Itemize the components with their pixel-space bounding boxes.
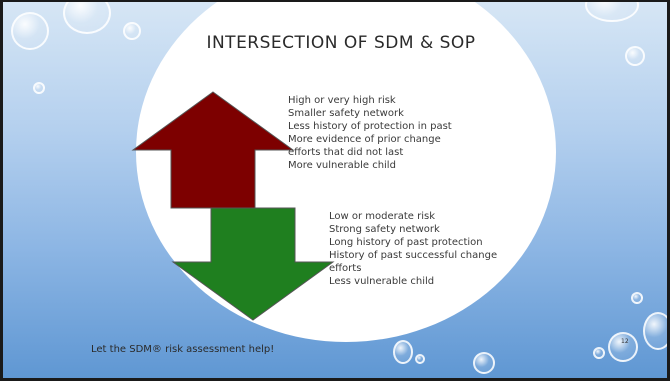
bubble-decoration: [11, 12, 49, 50]
list-item: History of past successful change: [329, 250, 498, 261]
up-arrow-shape: [131, 91, 295, 209]
list-item: Strong safety network: [329, 224, 440, 235]
bubble-decoration: [608, 332, 638, 362]
bubble-decoration: [593, 347, 605, 359]
list-item: efforts that did not last: [288, 147, 404, 158]
down-arrow-icon: [171, 207, 335, 321]
bubble-decoration: [625, 46, 645, 66]
bubble-decoration: [415, 354, 425, 364]
page-number: 12: [621, 338, 629, 345]
footer-text: Let the SDM® risk assessment help!: [91, 344, 275, 355]
list-item: High or very high risk: [288, 95, 396, 106]
list-item: Long history of past protection: [329, 237, 483, 248]
bubble-decoration: [393, 340, 413, 364]
low-risk-list: Low or moderate risk Strong safety netwo…: [329, 210, 497, 288]
list-item: Smaller safety network: [288, 108, 404, 119]
high-risk-list: High or very high risk Smaller safety ne…: [288, 94, 452, 172]
list-item: Less vulnerable child: [329, 276, 435, 287]
up-arrow-icon: [131, 91, 295, 209]
list-item: Less history of protection in past: [288, 121, 452, 132]
slide: INTERSECTION OF SDM & SOP High or very h…: [3, 2, 667, 378]
bubble-decoration: [643, 312, 667, 350]
bubble-decoration: [123, 22, 141, 40]
bubble-decoration: [631, 292, 643, 304]
bubble-decoration: [473, 352, 495, 374]
down-arrow-shape: [171, 207, 335, 321]
list-item: efforts: [329, 263, 362, 274]
slide-title: INTERSECTION OF SDM & SOP: [206, 33, 476, 53]
list-item: Low or moderate risk: [329, 211, 436, 222]
list-item: More vulnerable child: [288, 160, 396, 171]
bubble-decoration: [585, 2, 639, 22]
bubble-decoration: [33, 82, 45, 94]
list-item: More evidence of prior change: [288, 134, 441, 145]
bubble-decoration: [63, 2, 111, 34]
